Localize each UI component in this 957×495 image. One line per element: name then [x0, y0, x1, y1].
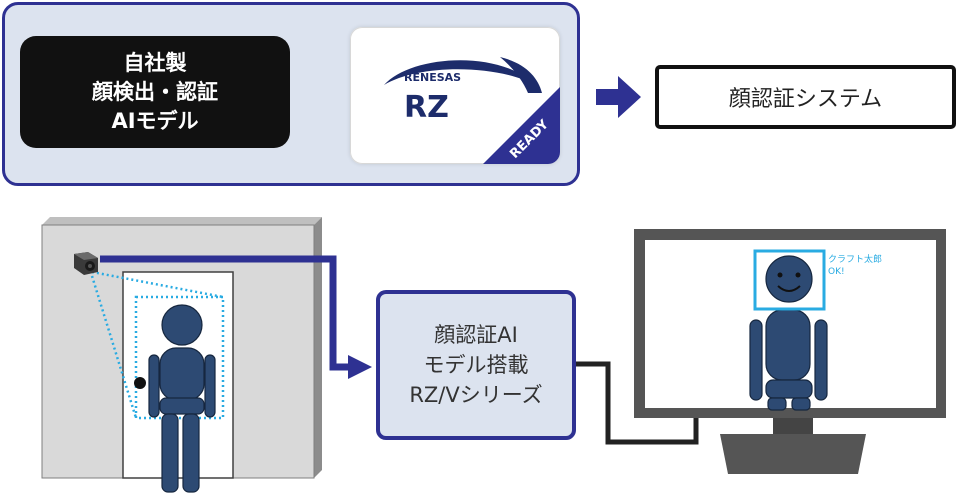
face-detection-box [753, 249, 826, 311]
smile-icon [777, 272, 801, 292]
camera-field-of-view [90, 270, 225, 420]
camera-lens-icon [134, 377, 146, 389]
soc-line-2: モデル搭載 [423, 353, 529, 377]
renesas-logo-icon: RENESAS RZ READY [384, 57, 560, 164]
monitor-name-label: クラフト太郎 [828, 253, 882, 265]
person-on-monitor [749, 255, 828, 411]
soc-line-1: 顔認証AI [434, 323, 518, 347]
soc-to-monitor-cable [576, 361, 699, 445]
camera-icon [74, 252, 98, 275]
monitor-status-label: OK! [828, 267, 845, 277]
face-recognition-system-box: 顔認証システム [655, 65, 956, 129]
model-line-2: 顔検出・認証 [92, 79, 218, 104]
camera-to-soc-line [100, 255, 352, 371]
model-line-1: 自社製 [123, 50, 187, 75]
svg-text:RENESAS: RENESAS [404, 71, 461, 84]
result-label: 顔認証システム [728, 87, 883, 112]
ai-model-box: 自社製 顔検出・認証 AIモデル [20, 36, 290, 148]
renesas-rz-ready-badge: RENESAS RZ READY [350, 27, 560, 164]
rzv-soc-box: 顔認証AI モデル搭載 RZ/Vシリーズ [376, 290, 576, 440]
arrow-right-icon [348, 355, 372, 379]
arrow-right-icon [596, 76, 641, 118]
svg-text:RZ: RZ [404, 90, 449, 125]
soc-line-3: RZ/Vシリーズ [409, 383, 543, 407]
person-at-gate [148, 304, 216, 493]
model-line-3: AIモデル [111, 108, 199, 133]
